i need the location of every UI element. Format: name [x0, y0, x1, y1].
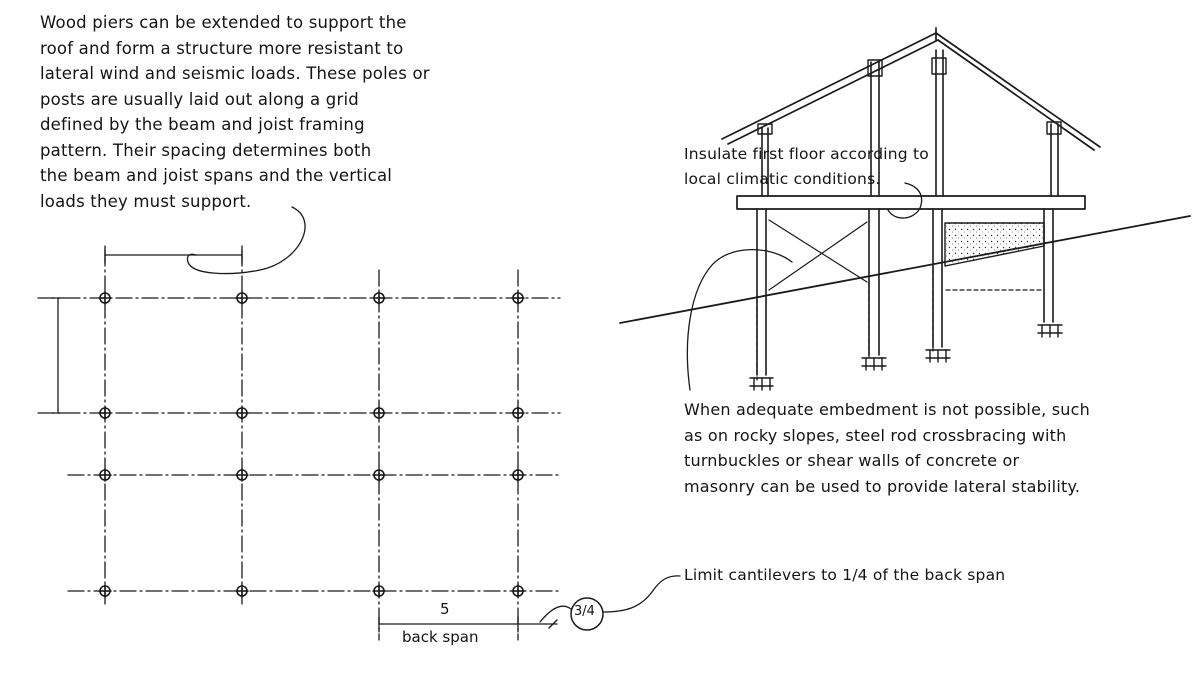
- pier-marker: [511, 468, 525, 482]
- pier-footings: [749, 324, 1063, 391]
- note-line: local climatic conditions.: [684, 170, 881, 188]
- leader-line-embedment: [686, 248, 793, 391]
- note-line: lateral wind and seismic loads. These po…: [40, 64, 430, 83]
- spacing-dimension: [104, 245, 243, 264]
- pier-marker: [98, 584, 112, 598]
- pier-marker: [511, 406, 525, 420]
- leader-line-cantilever-note: [602, 575, 681, 613]
- pier-marker: [235, 406, 249, 420]
- pier-marker: [372, 584, 386, 598]
- back-span-dimension: [378, 616, 558, 633]
- span-label: 5: [440, 600, 450, 618]
- note-line: defined by the beam and joist framing: [40, 115, 365, 134]
- pier-marker: [235, 468, 249, 482]
- pier-markers: [98, 291, 525, 598]
- shear-wall: [944, 222, 1045, 267]
- note-line: Limit cantilevers to 1/4 of the back spa…: [684, 566, 1006, 584]
- embedment-note: When adequate embedment is not possible,…: [684, 397, 1090, 499]
- insulate-note: Insulate first floor according to local …: [684, 142, 929, 192]
- note-line: Insulate first floor according to: [684, 145, 929, 163]
- post-caps: [757, 57, 1062, 135]
- cantilever-note: Limit cantilevers to 1/4 of the back spa…: [684, 563, 1005, 589]
- pier-marker: [235, 291, 249, 305]
- steel-rod-crossbracing: [768, 219, 868, 291]
- note-line: pattern. Their spacing determines both: [40, 140, 372, 160]
- leader-line-spacing: [186, 206, 306, 275]
- pier-marker: [511, 291, 525, 305]
- wood-piers-note: Wood piers can be extended to support th…: [40, 10, 430, 214]
- ground-line: [619, 215, 1191, 324]
- back-span-label: back span: [402, 628, 479, 646]
- pier-marker: [235, 584, 249, 598]
- floor-platform: [736, 195, 1086, 210]
- note-line: Wood piers can be extended to support th…: [40, 13, 407, 32]
- note-line: loads they must support.: [40, 191, 252, 211]
- pier-marker: [98, 468, 112, 482]
- note-line: posts are usually laid out along a grid: [40, 89, 359, 109]
- cantilever-ratio-label: 3/4: [574, 604, 595, 619]
- embedded-pier-extents: [756, 269, 1045, 381]
- note-line: as on rocky slopes, steel rod crossbraci…: [684, 425, 1067, 445]
- cantilever-ratio-circle: [570, 597, 604, 631]
- roof: [721, 27, 1101, 151]
- pier-marker: [511, 584, 525, 598]
- note-line: roof and form a structure more resistant…: [40, 38, 404, 58]
- note-line: the beam and joist spans and the vertica…: [40, 166, 393, 185]
- leader-line-cantilever: [539, 605, 572, 623]
- note-line: masonry can be used to provide lateral s…: [684, 476, 1081, 496]
- pier-marker: [372, 291, 386, 305]
- pier-grid-plan: [37, 206, 681, 641]
- leader-line-insulate: [887, 182, 923, 219]
- pole-house-section: [619, 27, 1191, 391]
- pier-marker: [98, 406, 112, 420]
- vertical-spacing-dimension: [51, 297, 65, 414]
- pier-marker: [372, 468, 386, 482]
- pier-marker: [98, 291, 112, 305]
- pier-marker: [372, 406, 386, 420]
- note-line: When adequate embedment is not possible,…: [684, 400, 1090, 419]
- note-line: turnbuckles or shear walls of concrete o…: [684, 451, 1020, 470]
